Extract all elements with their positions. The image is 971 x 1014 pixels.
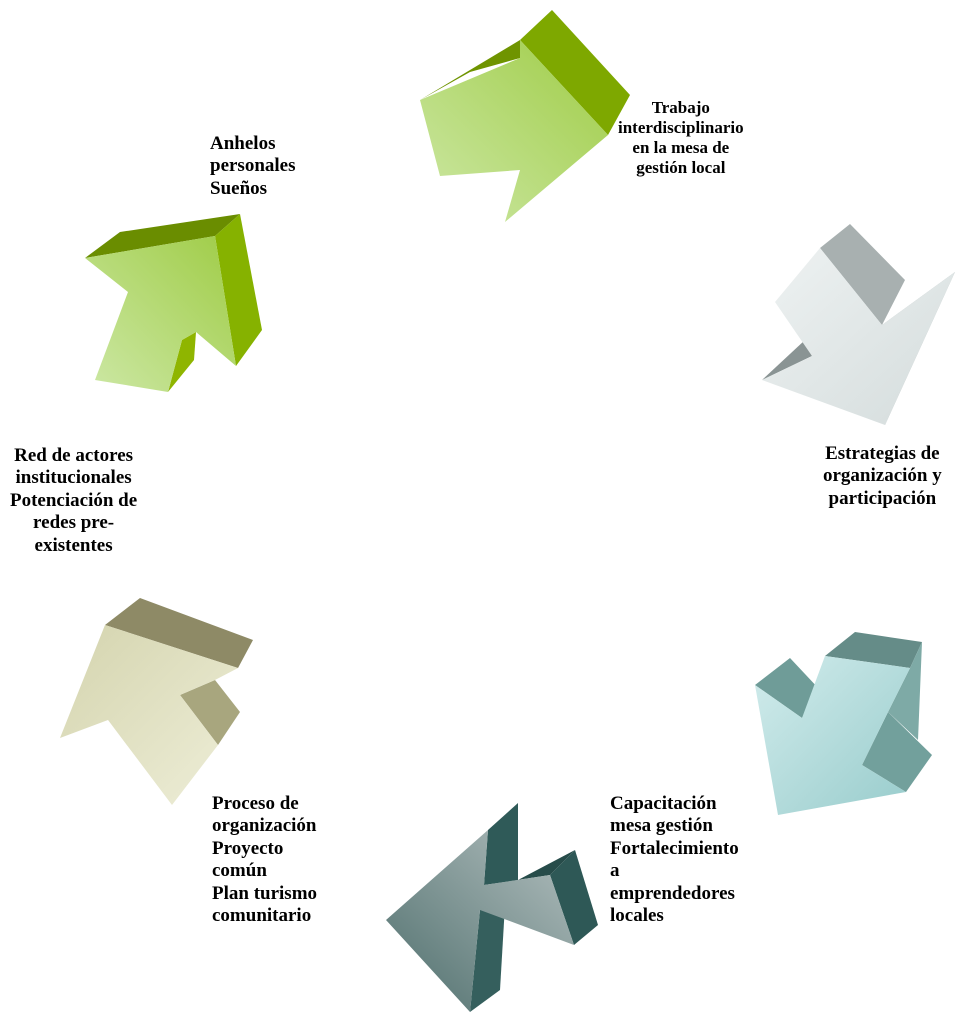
label-trabajo-interdisciplinario: Trabajo interdisciplinario en la mesa de… <box>618 98 744 178</box>
arrow-upper-left-green <box>85 214 262 392</box>
label-proceso-de-organizacion: Proceso de organización Proyecto común P… <box>212 793 318 927</box>
label-anhelos-personales: Anhelos personales Sueños <box>210 133 296 199</box>
arrow-lower-right-teal <box>755 632 932 815</box>
label-red-de-actores: Red de actores institucionales Potenciac… <box>10 445 138 556</box>
label-estrategias: Estrategias de organización y participac… <box>823 443 942 509</box>
arrow-bottom-slate <box>386 803 598 1012</box>
arrow-top-green <box>420 10 630 222</box>
arrow-lower-left-khaki <box>60 598 253 805</box>
arrow-right-gray <box>762 224 955 425</box>
label-capacitacion: Capacitación mesa gestión Fortalecimient… <box>610 793 739 927</box>
